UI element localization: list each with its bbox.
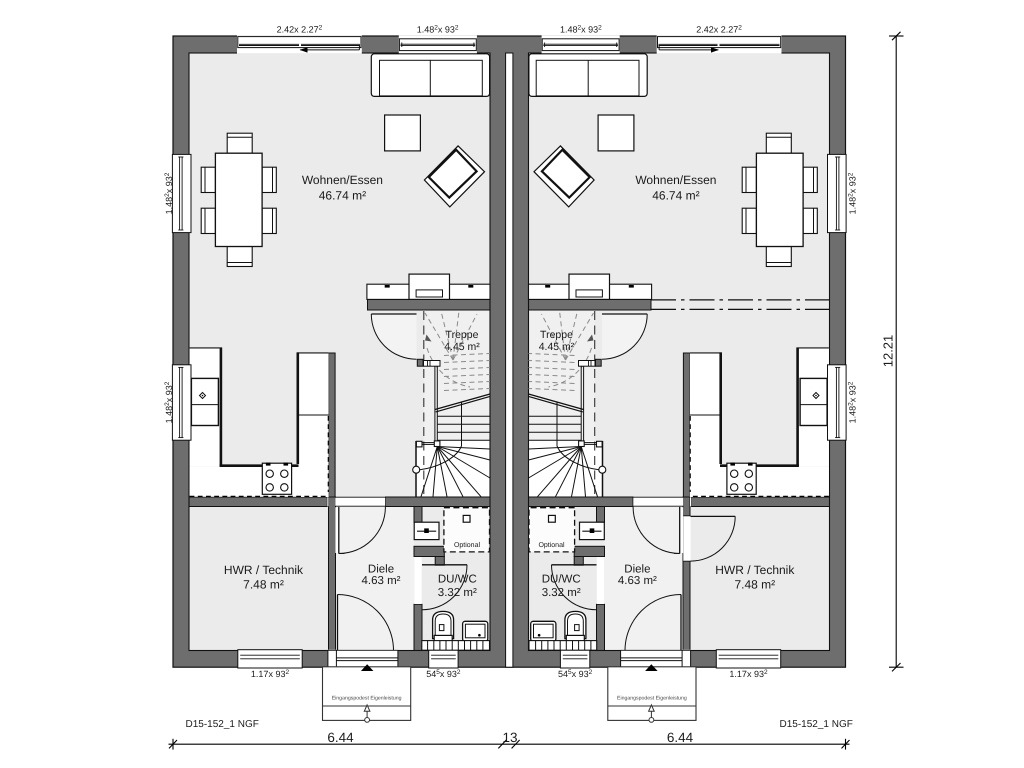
- svg-text:6.44: 6.44: [327, 730, 354, 745]
- svg-text:2.42x 2.272: 2.42x 2.272: [277, 24, 323, 34]
- svg-text:Treppe: Treppe: [446, 329, 479, 341]
- svg-text:1.482x 932: 1.482x 932: [848, 172, 858, 214]
- svg-text:6.44: 6.44: [667, 730, 694, 745]
- svg-text:1.17x 932: 1.17x 932: [251, 669, 290, 679]
- svg-text:HWR / Technik: HWR / Technik: [224, 563, 304, 577]
- svg-text:Eingangspodest Eigenleistung: Eingangspodest Eigenleistung: [332, 696, 402, 702]
- svg-text:Wohnen/Essen: Wohnen/Essen: [635, 173, 716, 187]
- svg-text:Optional: Optional: [538, 541, 565, 549]
- svg-text:4.63 m²: 4.63 m²: [618, 575, 657, 587]
- svg-text:1.17x 932: 1.17x 932: [729, 669, 768, 679]
- svg-text:1.482x 932: 1.482x 932: [848, 381, 858, 423]
- svg-text:3.32 m²: 3.32 m²: [438, 587, 477, 599]
- svg-text:4.63 m²: 4.63 m²: [362, 575, 401, 587]
- svg-text:Eingangspodest Eigenleistung: Eingangspodest Eigenleistung: [617, 696, 687, 702]
- svg-text:46.74 m²: 46.74 m²: [319, 189, 366, 203]
- svg-text:HWR / Technik: HWR / Technik: [715, 563, 795, 577]
- svg-text:4.45 m²: 4.45 m²: [444, 341, 480, 353]
- svg-text:Diele: Diele: [624, 563, 650, 575]
- svg-text:4.45 m²: 4.45 m²: [539, 341, 575, 353]
- svg-text:Wohnen/Essen: Wohnen/Essen: [302, 173, 383, 187]
- svg-text:Optional: Optional: [454, 541, 481, 549]
- svg-text:13: 13: [502, 730, 517, 745]
- svg-text:545x 932: 545x 932: [558, 669, 593, 679]
- svg-text:Treppe: Treppe: [540, 329, 573, 341]
- svg-text:1.482x 932: 1.482x 932: [560, 24, 602, 34]
- svg-text:1.482x 932: 1.482x 932: [417, 24, 459, 34]
- svg-text:12.21: 12.21: [881, 335, 896, 368]
- svg-text:D15-152_1 NGF: D15-152_1 NGF: [186, 719, 259, 730]
- svg-text:7.48 m²: 7.48 m²: [243, 577, 284, 591]
- svg-text:D15-152_1 NGF: D15-152_1 NGF: [780, 719, 853, 730]
- svg-text:1.482x 932: 1.482x 932: [164, 172, 174, 214]
- svg-text:3.32 m²: 3.32 m²: [542, 587, 581, 599]
- svg-text:DU/WC: DU/WC: [542, 573, 581, 585]
- svg-text:7.48 m²: 7.48 m²: [734, 577, 775, 591]
- svg-text:1.482x 932: 1.482x 932: [164, 381, 174, 423]
- svg-text:Diele: Diele: [368, 563, 394, 575]
- svg-text:46.74 m²: 46.74 m²: [652, 189, 699, 203]
- svg-text:2.42x 2.272: 2.42x 2.272: [696, 24, 742, 34]
- svg-text:545x 932: 545x 932: [426, 669, 461, 679]
- svg-text:DU/WC: DU/WC: [438, 573, 477, 585]
